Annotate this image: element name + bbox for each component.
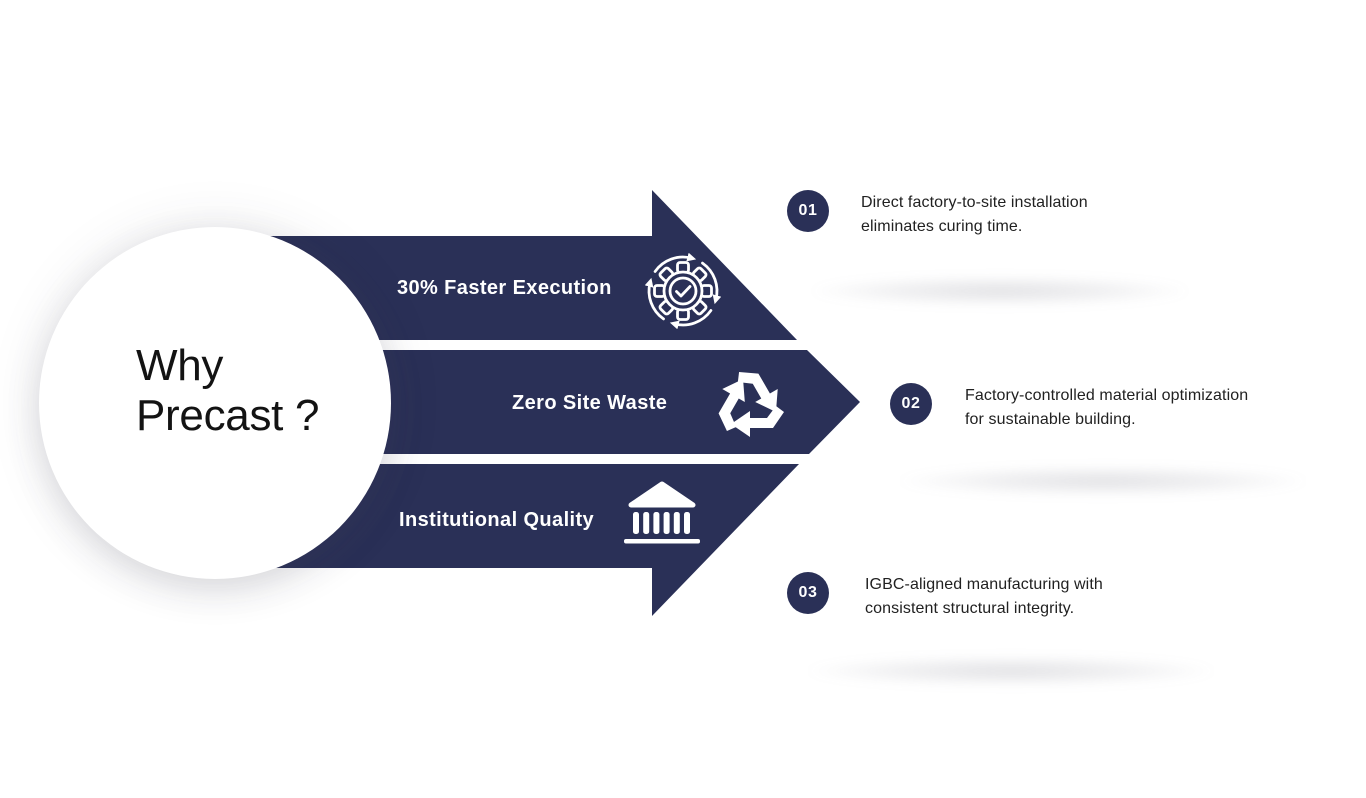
page-title-line2: Precast ? [136,391,320,440]
point-description: IGBC-aligned manufacturing with consiste… [865,573,1103,621]
card-shadow [806,656,1216,686]
point-item-01: 01 Direct factory-to-site installation e… [787,190,1088,239]
banner-label-zero-site-waste: Zero Site Waste [512,392,668,414]
page-title-line1: Why [136,341,224,390]
page-title: Why Precast ? [136,341,319,441]
banner-label-faster-execution: 30% Faster Execution [397,277,612,299]
point-description-line1: IGBC-aligned manufacturing with [865,576,1103,593]
point-description-line2: consistent structural integrity. [865,600,1075,617]
point-item-02: 02 Factory-controlled material optimizat… [890,383,1248,432]
point-description: Direct factory-to-site installation elim… [861,191,1088,239]
point-number-badge: 02 [890,383,932,425]
hero-circle [39,227,391,579]
point-description: Factory-controlled material optimization… [965,384,1248,432]
point-description-line1: Factory-controlled material optimization [965,387,1249,404]
point-description-line2: eliminates curing time. [861,218,1023,235]
bank-icon [622,480,702,551]
card-shadow [898,466,1308,496]
banner-label-institutional-quality: Institutional Quality [399,509,595,531]
recycle-icon [705,359,793,453]
point-description-line1: Direct factory-to-site installation [861,194,1088,211]
point-item-03: 03 IGBC-aligned manufacturing with consi… [787,572,1103,621]
gear-cycle-check-icon [644,253,721,334]
point-number-badge: 03 [787,572,829,614]
point-number-badge: 01 [787,190,829,232]
point-description-line2: for sustainable building. [965,411,1136,428]
card-shadow [810,276,1190,306]
